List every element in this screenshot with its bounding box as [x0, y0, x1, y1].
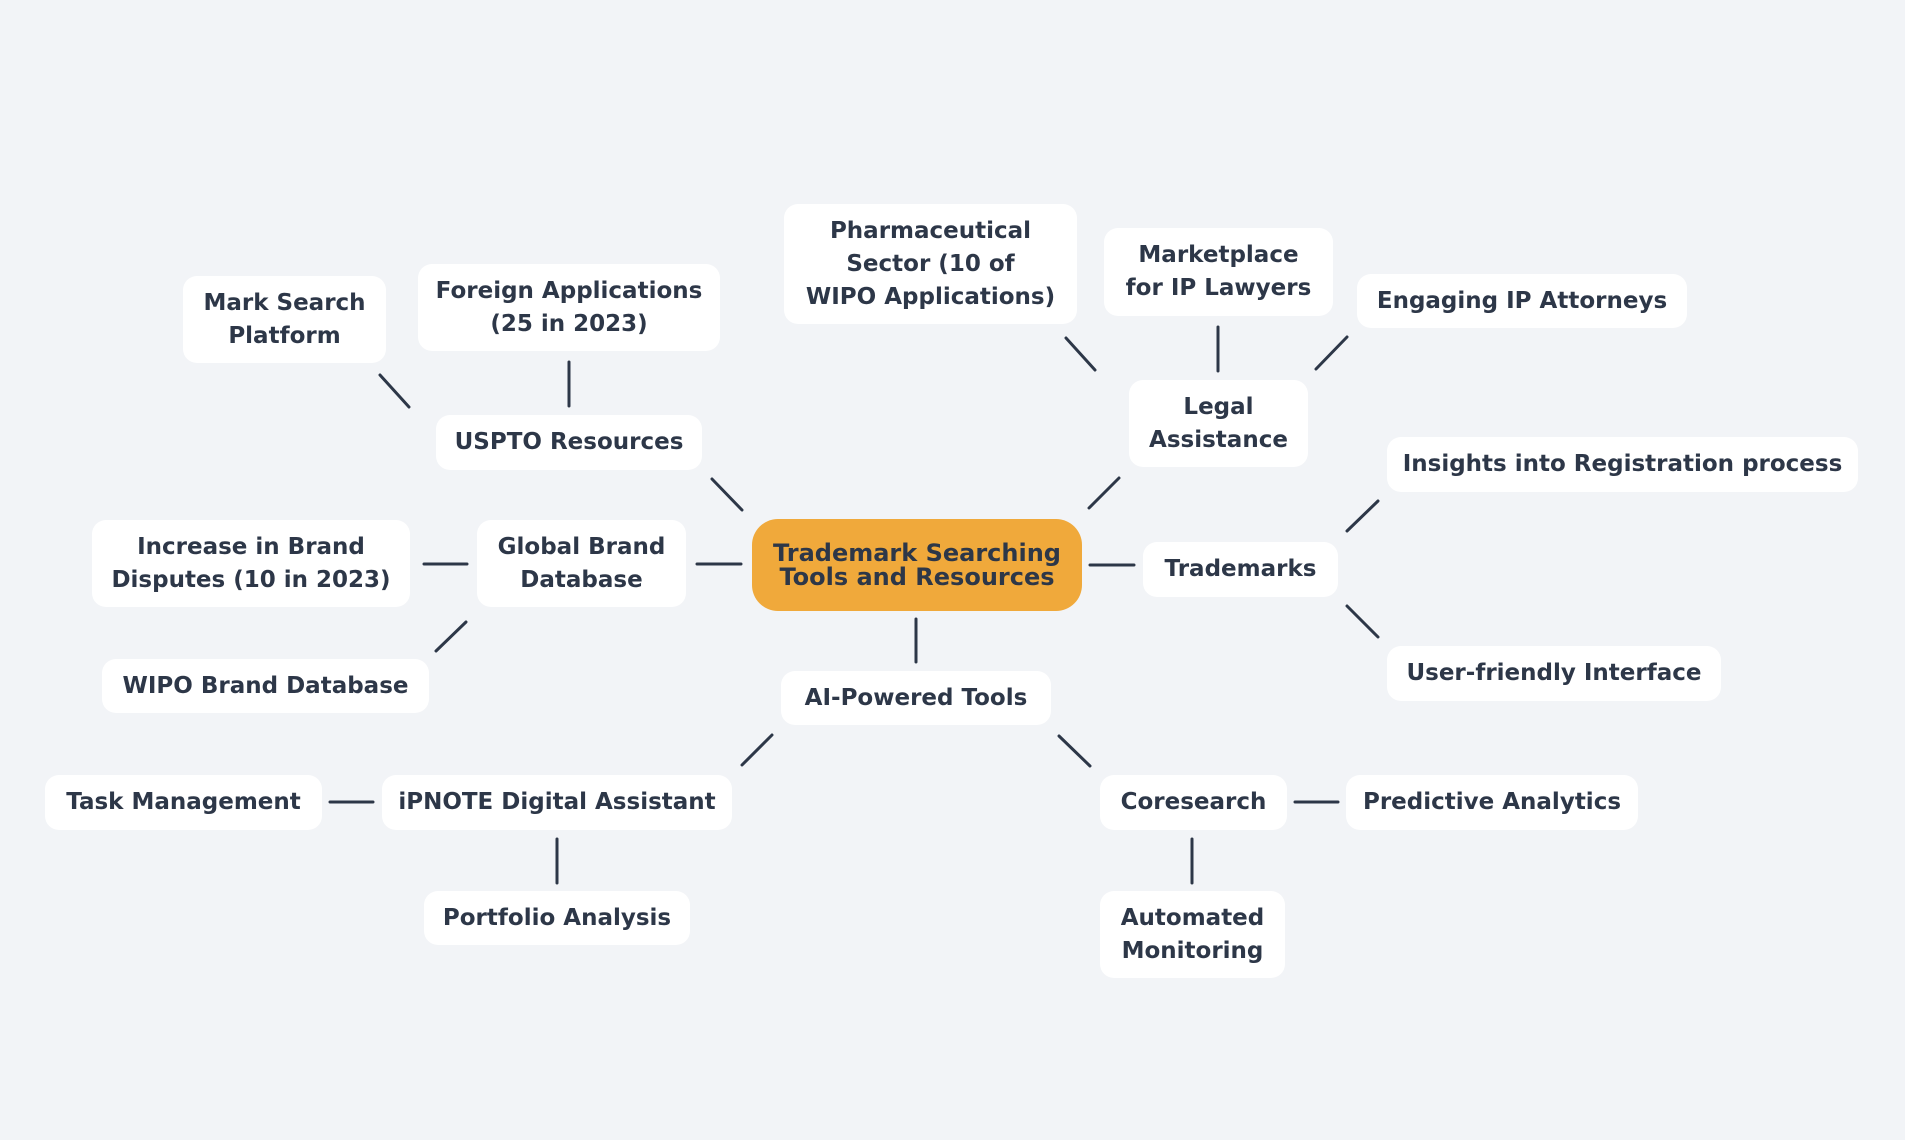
link-global-wipo	[434, 620, 468, 653]
node-coresearch[interactable]: Coresearch	[1100, 775, 1287, 830]
node-foreign-applications[interactable]: Foreign Applications (25 in 2023)	[418, 264, 720, 351]
node-automated-monitoring[interactable]: Automated Monitoring	[1100, 891, 1285, 978]
node-insights-registration[interactable]: Insights into Registration process	[1387, 437, 1858, 492]
node-ai-powered-tools[interactable]: AI-Powered Tools	[781, 671, 1051, 725]
link-legal-pharma	[1064, 336, 1097, 372]
link-uspto-mark-search	[378, 373, 411, 409]
node-trademarks[interactable]: Trademarks	[1143, 542, 1338, 597]
node-engaging-ip-attorneys[interactable]: Engaging IP Attorneys	[1357, 274, 1687, 328]
link-root-uspto	[710, 477, 744, 512]
node-global-brand-database[interactable]: Global Brand Database	[477, 520, 686, 607]
node-uspto-resources[interactable]: USPTO Resources	[436, 415, 702, 470]
node-ipnote-digital-assistant[interactable]: iPNOTE Digital Assistant	[382, 775, 732, 830]
node-mark-search-platform[interactable]: Mark Search Platform	[183, 276, 386, 363]
link-ai-coresearch	[1057, 734, 1092, 768]
node-legal-assistance[interactable]: Legal Assistance	[1129, 380, 1308, 467]
link-trademarks-user	[1345, 604, 1380, 639]
node-user-friendly-interface[interactable]: User-friendly Interface	[1387, 646, 1721, 701]
node-task-management[interactable]: Task Management	[45, 775, 322, 830]
node-portfolio-analysis[interactable]: Portfolio Analysis	[424, 891, 690, 945]
node-predictive-analytics[interactable]: Predictive Analytics	[1346, 775, 1638, 830]
node-pharmaceutical-sector[interactable]: Pharmaceutical Sector (10 of WIPO Applic…	[784, 204, 1077, 324]
link-legal-engaging	[1314, 335, 1349, 371]
node-marketplace-ip-lawyers[interactable]: Marketplace for IP Lawyers	[1104, 228, 1333, 316]
node-brand-disputes[interactable]: Increase in Brand Disputes (10 in 2023)	[92, 520, 410, 607]
root-node[interactable]: Trademark Searching Tools and Resources	[752, 519, 1082, 611]
link-ai-ipnote	[740, 733, 774, 767]
node-wipo-brand-database[interactable]: WIPO Brand Database	[102, 659, 429, 713]
link-trademarks-insights	[1345, 499, 1380, 533]
link-root-legal	[1087, 476, 1121, 510]
